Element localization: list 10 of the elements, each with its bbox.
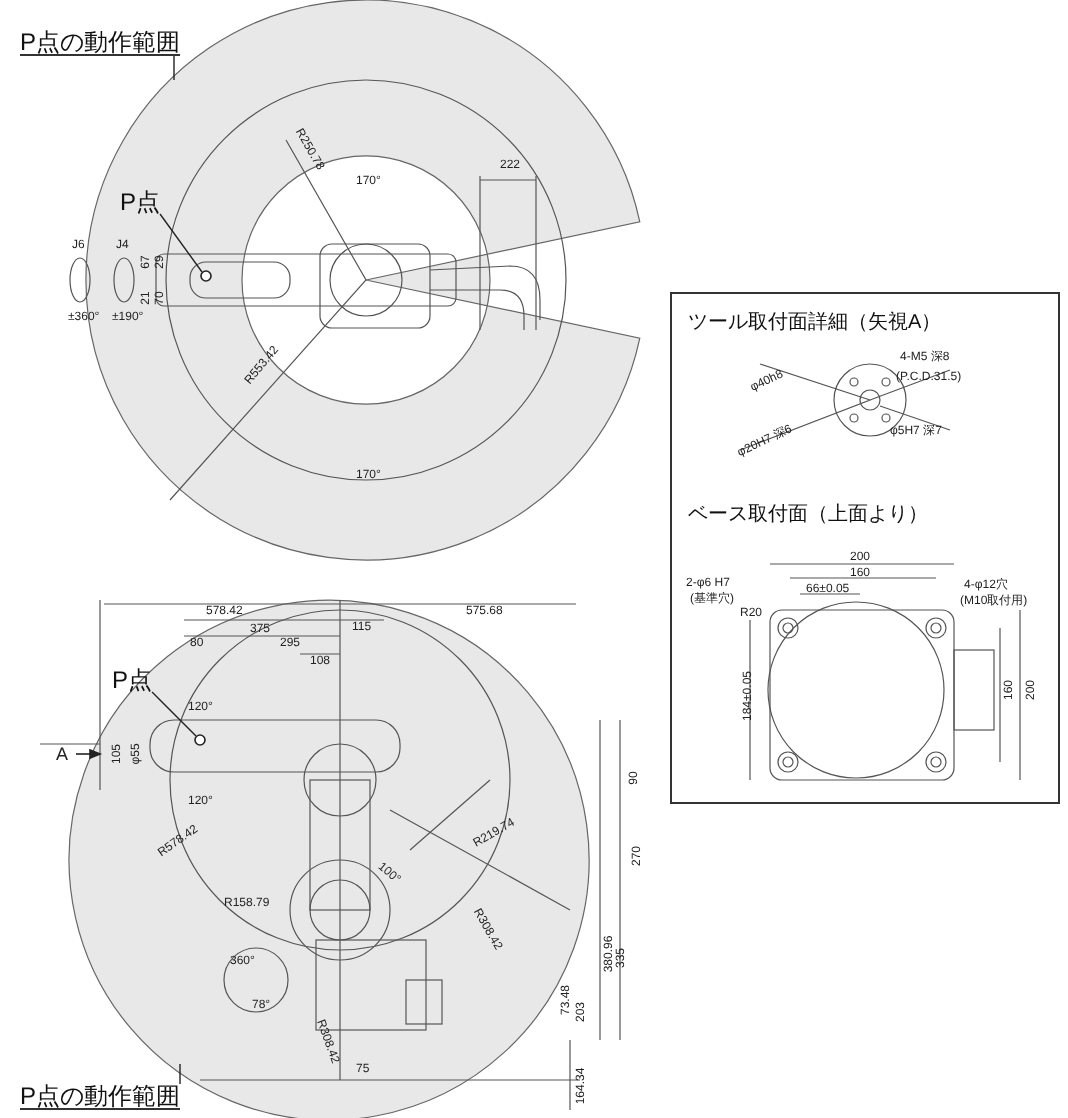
panel-heading: ツール取付面詳細（矢視A） [688,314,942,334]
range-label: P点の動作範囲 [20,1084,181,1110]
point-label: P点 [112,668,153,692]
range-label: P点の動作範囲 [20,30,181,56]
leader-line [159,213,203,273]
view-label: A [56,746,69,764]
leader-line [179,1063,181,1085]
detail-panel [670,292,1060,804]
leader-line [173,55,175,81]
panel-heading: ベース取付面（上面より） [688,506,928,526]
